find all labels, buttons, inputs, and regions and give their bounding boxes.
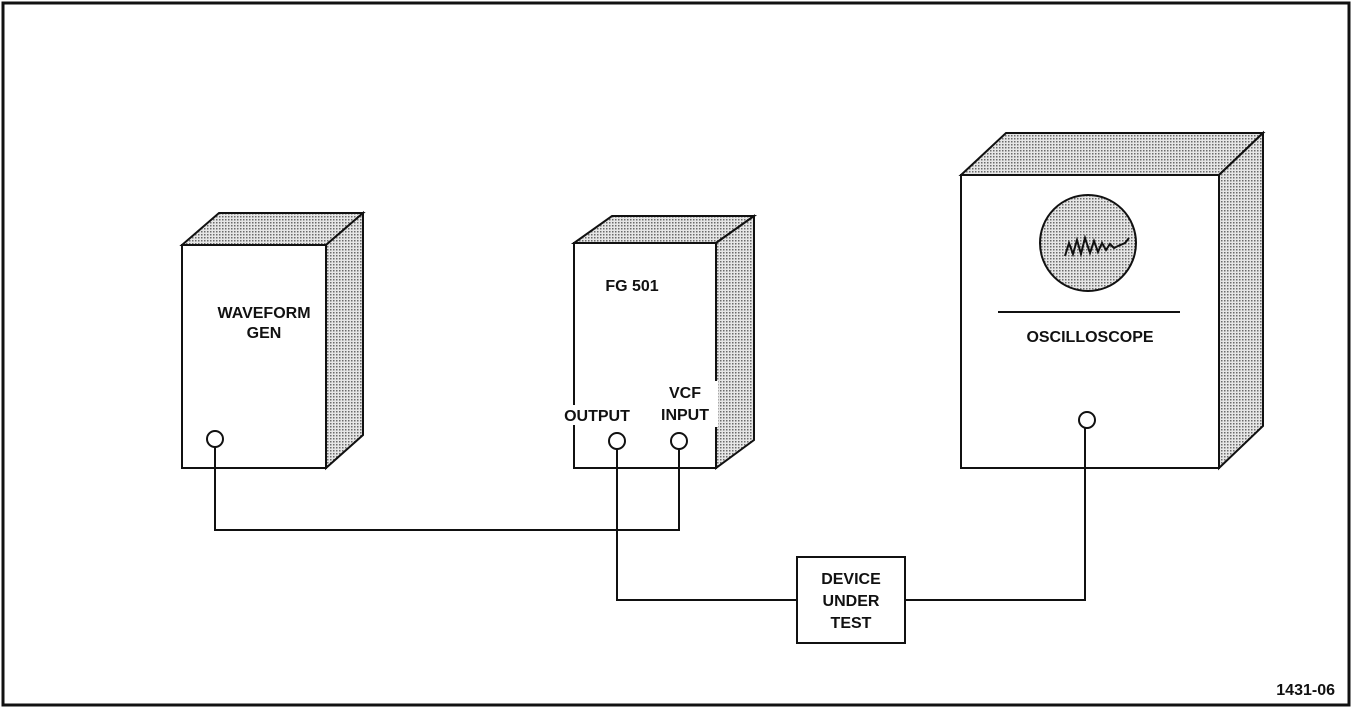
vcf-input-label-line1: VCF: [669, 385, 701, 402]
dut-label-line3: TEST: [831, 615, 872, 632]
oscilloscope-top: [958, 132, 1266, 176]
vcf-input-label-bg: [653, 381, 718, 427]
fg501-box: FG 501 VCF INPUT OUTPUT: [553, 214, 758, 470]
fg501-output-connector: [608, 432, 626, 450]
fg501-vcf-input-connector: [670, 432, 688, 450]
waveform-gen-front: [181, 244, 327, 469]
oscilloscope-box: OSCILLOSCOPE: [958, 130, 1266, 471]
waveform-gen-label-line2: GEN: [247, 325, 282, 342]
fg501-side: [715, 214, 755, 470]
oscilloscope-input-connector: [1078, 411, 1096, 429]
dut-label-line2: UNDER: [823, 593, 880, 610]
device-under-test-box: DEVICE UNDER TEST: [796, 556, 906, 644]
fg501-label: FG 501: [605, 278, 658, 295]
figure-number: 1431-06: [1276, 682, 1335, 699]
vcf-input-label-line2: INPUT: [661, 407, 709, 424]
wire-fg501-output-to-dut: [616, 449, 797, 601]
waveform-gen-output-connector: [206, 430, 224, 448]
fg501-output-label: OUTPUT: [564, 408, 630, 425]
dut-label-line1: DEVICE: [821, 571, 881, 588]
wire-dut-to-oscilloscope: [905, 428, 1086, 601]
waveform-gen-label-line1: WAVEFORM: [217, 305, 310, 322]
wire-waveform-gen-to-vcf-input: [214, 447, 680, 531]
waveform-gen-side: [325, 210, 364, 471]
oscilloscope-side: [1218, 130, 1264, 471]
oscilloscope-label: OSCILLOSCOPE: [1026, 329, 1153, 346]
waveform-gen-box: WAVEFORM GEN: [179, 210, 366, 471]
waveform-trace-icon: [1064, 234, 1130, 258]
oscilloscope-screen: [1039, 194, 1137, 292]
dut-rect: [796, 556, 906, 644]
fg501-front: [573, 242, 717, 469]
output-label-bg: [553, 405, 641, 425]
